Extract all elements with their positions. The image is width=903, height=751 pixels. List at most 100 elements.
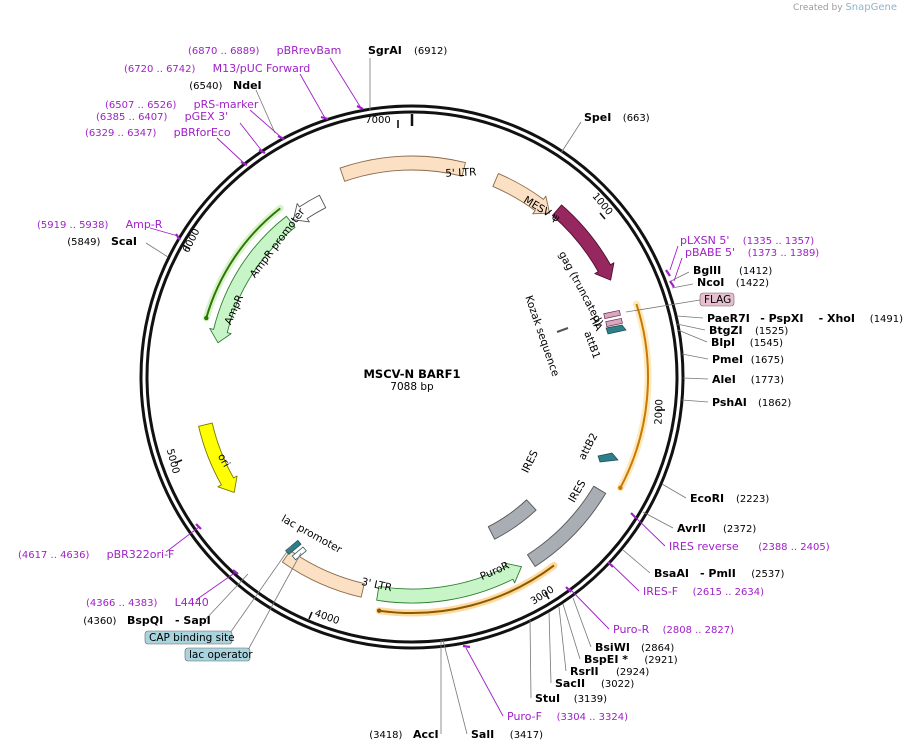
flag-label[interactable]: FLAG — [704, 294, 731, 306]
site-label[interactable]: PshAI(1862) — [712, 396, 791, 409]
site-label[interactable]: AleI(1773) — [712, 373, 784, 386]
primer-label[interactable]: (4617 .. 4636)pBR322ori-F — [18, 548, 174, 561]
site-name: StuI — [535, 692, 560, 705]
tick-mark — [308, 611, 313, 620]
ampr-feature — [209, 215, 296, 344]
tick-label: 3000 — [529, 584, 556, 607]
primer-label[interactable]: (6507 .. 6526)pRS-marker — [105, 98, 259, 111]
plasmid-size: 7088 bp — [390, 381, 434, 393]
primer-label[interactable]: (6385 .. 6407)pGEX 3' — [96, 110, 228, 123]
primer-label[interactable]: pLXSN 5' (1335 .. 1357) — [680, 234, 814, 247]
site-leader-line — [677, 329, 708, 343]
site-position: (1675) — [751, 355, 784, 366]
site-label[interactable]: StuI(3139) — [535, 692, 607, 705]
site-label[interactable]: BlpI(1545) — [711, 336, 783, 349]
site-label[interactable]: AvrII(2372) — [677, 522, 756, 535]
site-name: AccI — [413, 728, 439, 741]
site-leader-line — [681, 353, 709, 360]
primer-name: Puro-F — [507, 710, 542, 723]
primer-name: IRES reverse — [669, 540, 739, 553]
site-position: (2537) — [751, 569, 784, 580]
tick-mark — [599, 212, 606, 220]
backbone-inner — [145, 110, 679, 644]
primer-mark — [607, 561, 614, 568]
ires-inner-feature — [487, 499, 537, 540]
primer-label[interactable]: (6720 .. 6742)M13/pUC Forward — [124, 62, 310, 75]
site-name: PmeI — [712, 353, 743, 366]
site-label[interactable]: PaeR7I- PspXI- XhoI(1491) — [707, 312, 903, 325]
cap-site-label[interactable]: CAP binding site — [149, 632, 235, 644]
primer-label[interactable]: (4366 .. 4383)L4440 — [86, 596, 209, 609]
site-label[interactable]: PmeI (1675) — [712, 353, 784, 366]
tick-mark — [174, 459, 183, 464]
puror-feature — [376, 562, 522, 604]
site-label[interactable]: BtgZI(1525) — [709, 324, 788, 337]
primer-label[interactable]: Puro-R(2808 .. 2827) — [613, 623, 734, 636]
site-label[interactable]: BsaAI- PmlI(2537) — [654, 567, 785, 580]
primer-label[interactable]: (5919 .. 5938)Amp-R — [37, 218, 163, 231]
site-label[interactable]: RsrII(2924) — [570, 665, 649, 678]
primer-leader-line — [673, 257, 683, 282]
site-position: (1422) — [736, 278, 769, 289]
site-label[interactable]: SgrAI(6912) — [368, 44, 447, 57]
primer-leader-line — [249, 109, 283, 139]
site-leader-line — [661, 483, 687, 499]
primer-label[interactable]: (6870 .. 6889)pBRrevBam — [188, 44, 341, 57]
primer-mark — [630, 512, 637, 519]
primer-name: Puro-R — [613, 623, 650, 636]
primer-label[interactable]: IRES-F(2615 .. 2634) — [643, 585, 764, 598]
primer-name: pLXSN 5' — [680, 234, 729, 247]
kozak-label: Kozak sequence — [522, 294, 561, 378]
site-name-extra: - PmlI — [700, 567, 736, 580]
primer-range: (6870 .. 6889) — [188, 46, 260, 57]
site-label[interactable]: BglII(1412) — [693, 264, 772, 277]
site-leader-line — [145, 242, 169, 258]
site-label[interactable]: (3418)AccI — [369, 728, 438, 741]
site-name: PaeR7I — [707, 312, 750, 325]
ampr-promoter-label: AmpR promoter — [248, 206, 308, 280]
primer-label[interactable]: IRES reverse(2388 .. 2405) — [669, 540, 830, 553]
cap-site-label-leader — [229, 545, 292, 634]
site-label[interactable]: SacII(3022) — [555, 677, 634, 690]
site-name: AvrII — [677, 522, 706, 535]
site-name: RsrII — [570, 665, 599, 678]
lac-operator-label[interactable]: lac operator — [189, 649, 253, 661]
primer-leader-line — [299, 73, 326, 119]
site-leader-line — [682, 377, 709, 380]
primer-label[interactable]: Puro-F(3304 .. 3324) — [507, 710, 628, 723]
site-label[interactable]: (5849)ScaI — [67, 235, 137, 248]
puror-orf-head — [376, 608, 382, 613]
kozak-feature — [556, 327, 569, 333]
primer-mark — [232, 569, 239, 575]
site-label[interactable]: NcoI(1422) — [697, 276, 769, 289]
primer-label[interactable]: pBABE 5'(1373 .. 1389) — [685, 246, 819, 259]
site-leader-line — [548, 611, 552, 684]
tick-label: 1000 — [590, 191, 615, 218]
site-name: NdeI — [233, 79, 262, 92]
primer-range: (1335 .. 1357) — [743, 236, 815, 247]
site-label[interactable]: (4360)BspQI- SapI — [83, 614, 211, 627]
site-label[interactable]: SpeI(663) — [584, 111, 650, 124]
site-name: EcoRI — [690, 492, 724, 505]
plasmid-name: MSCV-N BARF1 — [363, 367, 460, 381]
primer-leader-line — [465, 647, 504, 717]
site-position: (1862) — [758, 398, 791, 409]
site-position: (1412) — [739, 266, 772, 277]
ori-feature — [198, 422, 238, 493]
site-label[interactable]: EcoRI(2223) — [690, 492, 769, 505]
primer-mark — [356, 105, 364, 110]
site-position: (1491) — [870, 314, 903, 325]
lac-operator-feature — [291, 546, 307, 561]
primer-range: (6507 .. 6526) — [105, 100, 177, 111]
primer-mark — [240, 161, 248, 166]
site-label[interactable]: BspEI *(2921) — [584, 653, 678, 666]
site-label[interactable]: SalI(3417) — [471, 728, 543, 741]
site-position: (1525) — [755, 326, 788, 337]
site-label[interactable]: (6540)NdeI — [189, 79, 261, 92]
site-name: AleI — [712, 373, 736, 386]
site-leader-line — [558, 606, 567, 672]
ampr-orf — [205, 207, 281, 319]
site-label[interactable]: BsiWI(2864) — [595, 641, 674, 654]
primer-label[interactable]: (6329 .. 6347)pBRforEco — [85, 126, 231, 139]
primer-leader-line — [165, 526, 200, 553]
